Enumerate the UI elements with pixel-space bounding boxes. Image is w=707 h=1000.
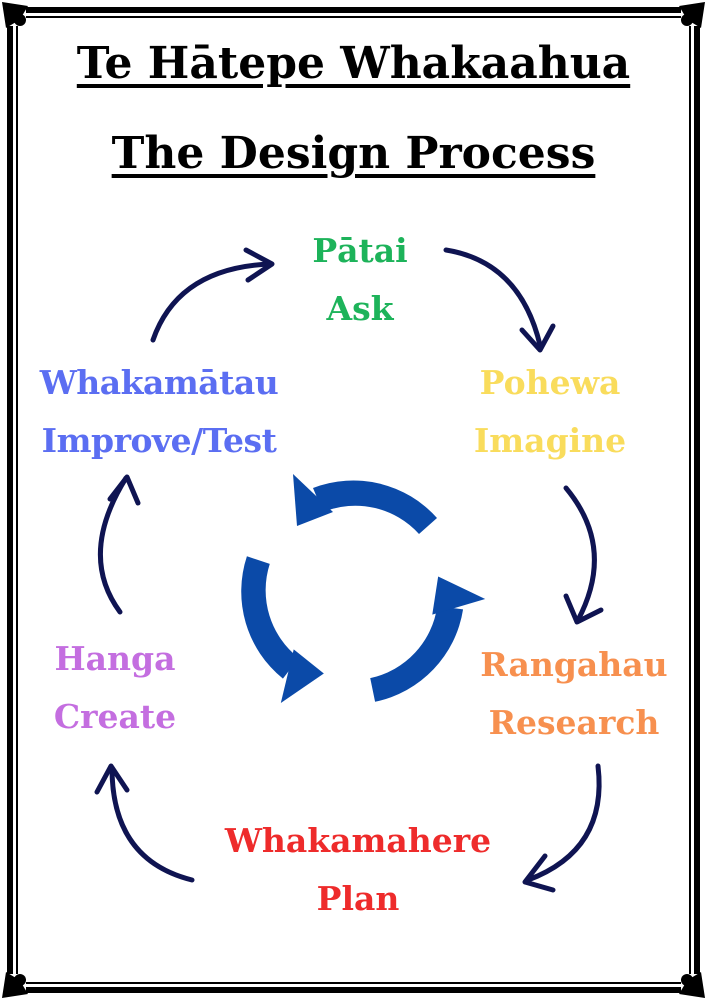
stage-research: Rangahau Research <box>464 636 684 752</box>
corner-ornament-top-left <box>2 2 28 28</box>
corner-ornament-top-right <box>679 2 705 28</box>
title-maori: Te Hātepe Whakaahua <box>76 38 631 89</box>
curved-arrow-icon-research-to-plan <box>525 763 602 883</box>
stage-ask-english: Ask <box>326 289 394 328</box>
corner-ornament-bottom-right <box>679 972 705 998</box>
stage-plan-maori: Whakamahere <box>224 821 492 860</box>
arrowhead-plan-to-create <box>94 763 130 795</box>
corner-ornament-bottom-left <box>2 972 28 998</box>
stage-improve: Whakamātau Improve/Test <box>14 354 304 470</box>
stage-improve-english: Improve/Test <box>41 421 277 460</box>
arrowhead-improve-to-ask <box>243 247 275 283</box>
stage-imagine-english: Imagine <box>473 421 627 460</box>
arrowhead-research-to-plan <box>522 853 556 893</box>
stage-imagine-maori: Pohewa <box>479 363 621 402</box>
stage-improve-maori: Whakamātau <box>39 363 279 402</box>
stage-create-english: Create <box>53 697 177 736</box>
stage-ask-maori: Pātai <box>312 231 408 270</box>
curved-arrow-icon-create-to-improve <box>97 475 129 615</box>
stage-create-maori: Hanga <box>54 639 176 678</box>
title-english: The Design Process <box>111 128 596 179</box>
stage-create: Hanga Create <box>30 630 200 746</box>
stage-research-english: Research <box>488 703 660 742</box>
curved-arrow-icon-improve-to-ask <box>150 261 273 343</box>
stage-plan: Whakamahere Plan <box>198 812 518 928</box>
stage-ask: Pātai Ask <box>260 222 460 338</box>
stage-plan-english: Plan <box>316 879 400 918</box>
arrowhead-create-to-improve <box>107 474 141 506</box>
curved-arrow-icon-imagine-to-research <box>563 485 597 623</box>
curved-arrow-icon-plan-to-create <box>109 765 195 883</box>
stage-research-maori: Rangahau <box>480 645 668 684</box>
arrowhead-ask-to-imagine <box>519 323 556 353</box>
curved-arrow-icon-ask-to-imagine <box>443 247 543 348</box>
arrowhead-imagine-to-research <box>563 593 604 625</box>
stage-imagine: Pohewa Imagine <box>440 354 660 470</box>
refresh-cycle-icon <box>241 474 486 703</box>
